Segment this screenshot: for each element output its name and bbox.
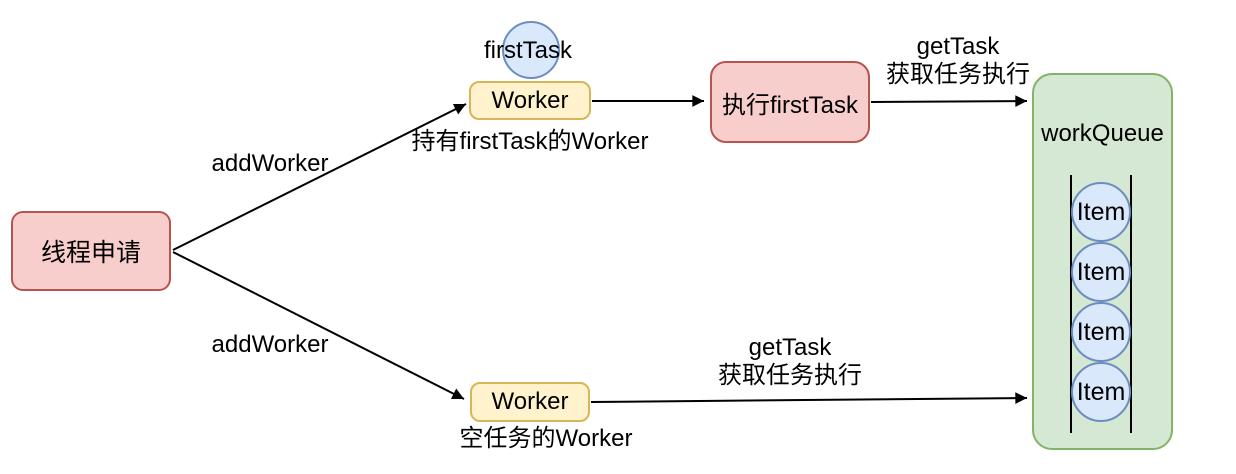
queue-item: Item (1071, 302, 1131, 362)
queue-item: Item (1071, 362, 1131, 422)
add-worker-top-label: addWorker (211, 150, 329, 177)
worker-bottom-caption: 空任务的Worker (459, 425, 633, 452)
work-queue-node: workQueue Item Item Item Item (1032, 73, 1173, 450)
get-task-bottom-line1: getTask (748, 334, 832, 361)
work-queue-title: workQueue (1041, 120, 1164, 147)
get-task-top-label: getTask 获取任务执行 (886, 33, 1030, 90)
edge-gettask-top-arrow (870, 95, 1028, 107)
edge-addworker-bottom-arrow (172, 251, 465, 400)
edge-addworker-top-arrow (172, 103, 467, 251)
queue-rail-right (1130, 175, 1132, 433)
queue-item: Item (1071, 182, 1131, 242)
add-worker-bottom-label: addWorker (211, 331, 329, 358)
get-task-top-line2: 获取任务执行 (886, 61, 1030, 89)
get-task-bottom-line2: 获取任务执行 (718, 362, 862, 390)
first-task-circle (502, 21, 560, 79)
first-task-label: firstTask (483, 37, 573, 64)
queue-rail-left (1070, 175, 1072, 433)
queue-item: Item (1071, 242, 1131, 302)
get-task-bottom-label: getTask 获取任务执行 (718, 334, 862, 391)
thread-request-node: 线程申请 (11, 211, 171, 291)
worker-top-node: Worker (469, 81, 591, 120)
exec-first-task-node: 执行firstTask (710, 61, 870, 143)
get-task-top-line1: getTask (916, 33, 1000, 60)
worker-bottom-node: Worker (470, 382, 590, 422)
worker-top-caption: 持有firstTask的Worker (411, 128, 649, 155)
edge-gettask-bottom-arrow (590, 392, 1028, 404)
